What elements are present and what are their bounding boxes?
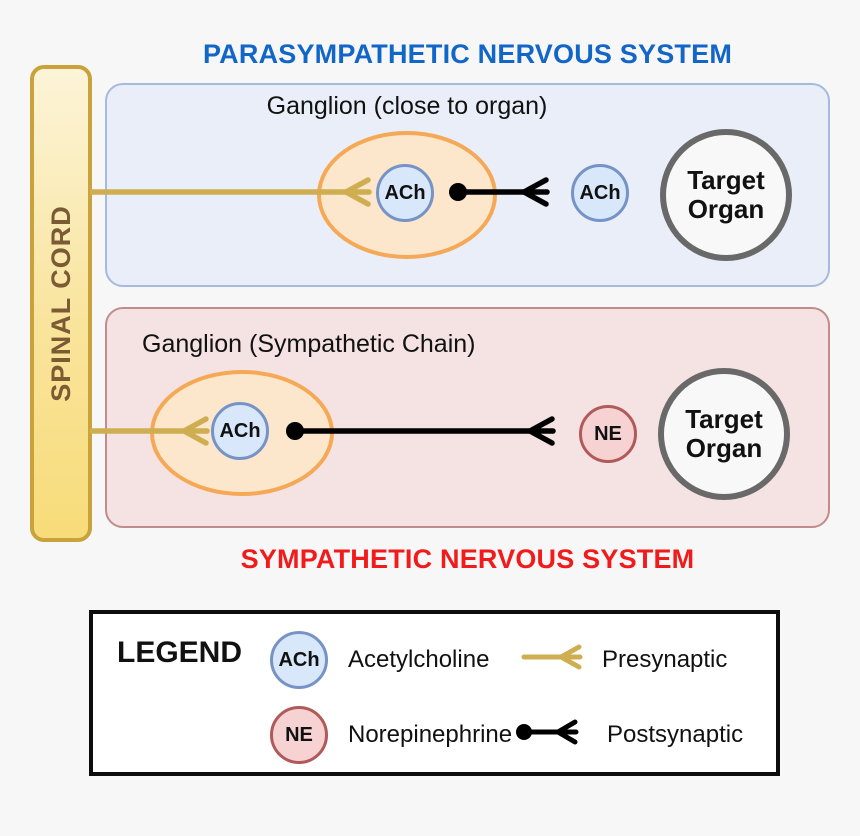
legend-ne-symbol: NE [270, 706, 328, 764]
legend-title: LEGEND [117, 636, 243, 669]
legend-norepinephrine-label: Norepinephrine [348, 721, 513, 748]
legend-ne-symbol-label: NE [285, 723, 313, 746]
legend-postsynaptic-symbol [516, 719, 579, 745]
target-organ-sympathetic: Target Organ [658, 368, 790, 500]
sympathetic-title: SYMPATHETIC NERVOUS SYSTEM [240, 544, 695, 574]
ach-node-sympathetic-ganglion: ACh [211, 402, 269, 460]
legend-acetylcholine-label: Acetylcholine [348, 646, 490, 673]
legend-ach-symbol-label: ACh [278, 648, 320, 671]
ne-node-sympathetic-synapse: NE [579, 405, 637, 463]
spinal-cord-label: SPINAL CORD [45, 205, 76, 402]
spinal-cord: SPINAL CORD [30, 65, 92, 542]
ach-node-label: ACh [219, 419, 261, 442]
ne-node-label: NE [594, 422, 622, 445]
parasympathetic-ganglion-label: Ganglion (close to organ) [266, 92, 548, 120]
legend-box: LEGEND ACh Acetylcholine Presynaptic NE … [89, 610, 780, 776]
legend-postsynaptic-label: Postsynaptic [607, 721, 744, 748]
ach-node-parasympathetic-synapse: ACh [571, 164, 629, 222]
target-organ-label: Target Organ [685, 403, 763, 463]
legend-ach-symbol: ACh [270, 631, 328, 689]
parasympathetic-title: PARASYMPATHETIC NERVOUS SYSTEM [202, 39, 733, 69]
legend-presynaptic-label: Presynaptic [602, 646, 728, 673]
target-organ-label: Target Organ [687, 164, 765, 224]
ach-node-parasympathetic-ganglion: ACh [376, 164, 434, 222]
target-organ-parasympathetic: Target Organ [660, 129, 792, 261]
sympathetic-ganglion-label: Ganglion (Sympathetic Chain) [142, 330, 476, 358]
ach-node-label: ACh [384, 181, 426, 204]
legend-presynaptic-symbol [521, 644, 583, 670]
ach-node-label: ACh [579, 181, 621, 204]
